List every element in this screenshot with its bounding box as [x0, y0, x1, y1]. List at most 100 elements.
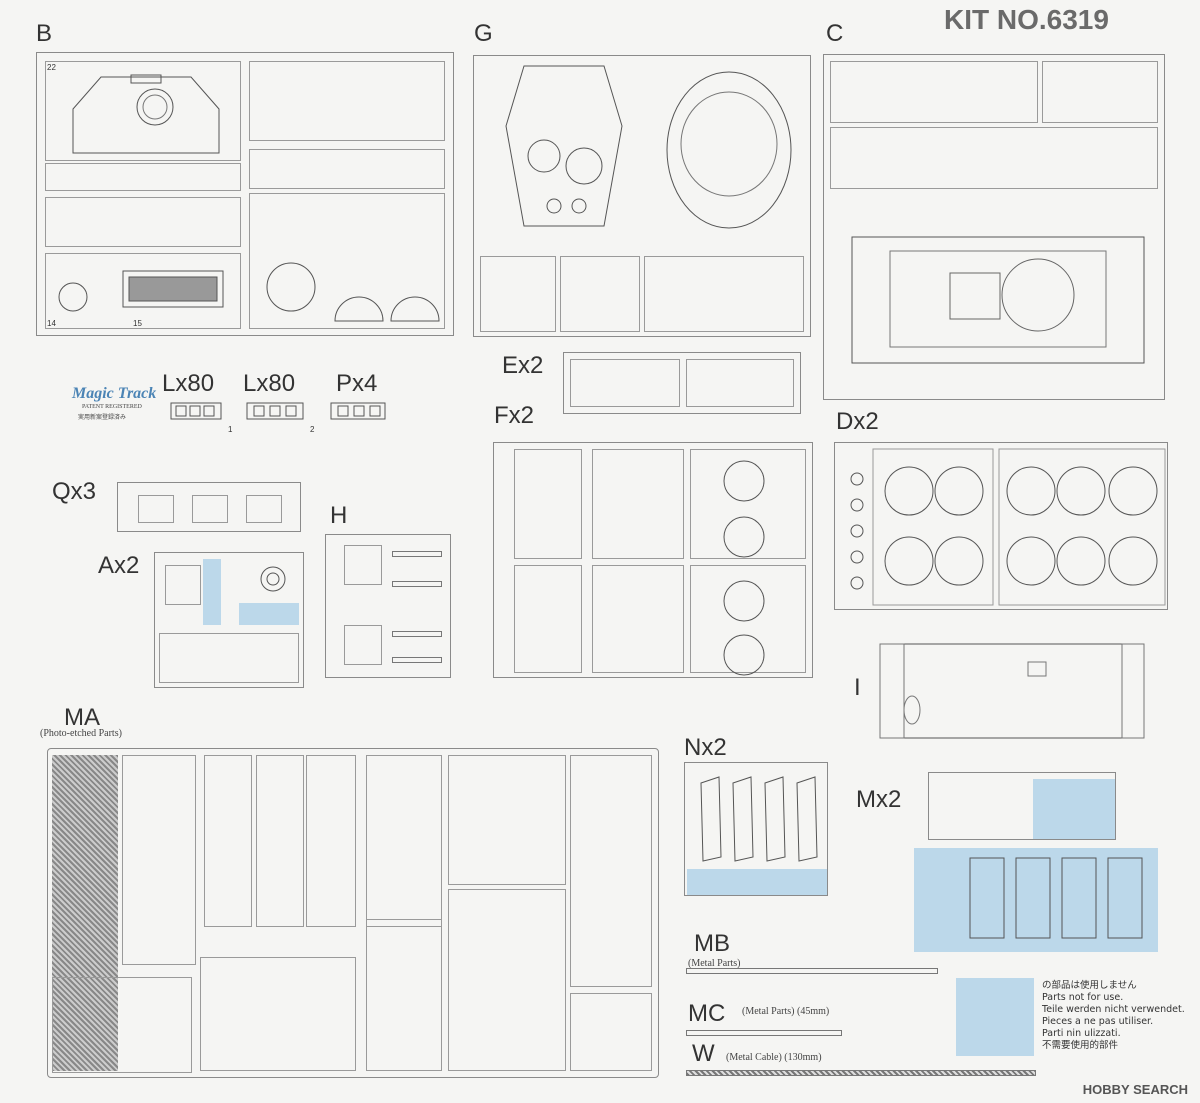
- sprue-f-cell: [592, 449, 684, 559]
- sprue-e-cell: [686, 359, 794, 407]
- turret-top-right: [666, 71, 792, 229]
- sprue-b-wheel-panel: [249, 193, 445, 329]
- sprue-c-row: [830, 127, 1158, 189]
- sprue-label-mb: MB: [694, 930, 730, 957]
- sprue-a-row: [159, 633, 299, 683]
- metal-cable-w: [686, 1070, 1036, 1076]
- hull-floor-plate: [879, 643, 1145, 739]
- track-label-p: Px4: [336, 370, 378, 397]
- sprue-f-frame: [493, 442, 813, 678]
- sprue-label-g: G: [474, 20, 493, 47]
- sprue-f-cell: [514, 565, 582, 673]
- track-number-2: 2: [310, 425, 315, 434]
- pe-strip: [306, 755, 356, 927]
- sprue-g-cell-4: [560, 256, 640, 332]
- sprue-g-cell-5: [644, 256, 804, 332]
- sprue-f-cell: [690, 449, 806, 559]
- legend-line-5: Parti nin ulizzati.: [1042, 1028, 1121, 1039]
- sprue-ma-frame: [47, 748, 659, 1078]
- sprue-b-row2: [45, 163, 241, 191]
- not-for-use-highlight: [239, 603, 299, 625]
- round-hatch-part: [58, 282, 88, 312]
- legend-line-1: の部品は使用しません: [1042, 980, 1137, 991]
- sprue-label-h: H: [330, 502, 348, 529]
- legend-line-4: Pieces a ne pas utiliser.: [1042, 1016, 1154, 1027]
- pe-strip: [366, 755, 442, 927]
- sprue-h-strip: [392, 581, 442, 587]
- sprue-label-mc: MC: [688, 1000, 726, 1027]
- sprue-label-q: Qx3: [52, 478, 97, 505]
- sprue-label-a: Ax2: [98, 552, 140, 579]
- sprue-c-hatches: [1042, 61, 1158, 123]
- sprue-f-cell: [592, 565, 684, 673]
- sprue-label-c: C: [826, 20, 844, 47]
- sprue-e-frame: [563, 352, 801, 414]
- track-link-l2: [246, 402, 304, 420]
- legend-swatch: [956, 978, 1034, 1056]
- part-number: 22: [47, 63, 56, 72]
- sprue-b-grille-panel: [45, 253, 241, 329]
- sprue-b-small-parts: [249, 61, 445, 141]
- sprue-label-ma-sub: (Photo-etched Parts): [40, 728, 122, 739]
- pe-bottom-left: [52, 977, 192, 1073]
- sprue-q-cell: [138, 495, 174, 523]
- sprue-label-d: Dx2: [836, 408, 879, 435]
- not-for-use-highlight: [1033, 779, 1115, 839]
- sprue-label-n: Nx2: [684, 734, 727, 761]
- sprue-h-strip: [392, 551, 442, 557]
- not-for-use-highlight: [687, 869, 827, 895]
- legend-line-2: Parts not for use.: [1042, 992, 1124, 1003]
- engine-grille: [122, 270, 224, 308]
- sprue-m-frame: [928, 772, 1116, 840]
- sprue-label-w: W: [692, 1040, 715, 1067]
- not-for-use-highlight-m: [914, 848, 1158, 952]
- magic-track-logo: Magic Track: [72, 385, 157, 402]
- magic-track-line2: 実用新案登録済み: [78, 415, 127, 421]
- sprue-label-b: B: [36, 20, 53, 47]
- sprue-b-hull-panel: [45, 61, 241, 161]
- sprue-a-frame: [154, 552, 304, 688]
- sprue-q-cell: [246, 495, 282, 523]
- round-part: [260, 566, 286, 592]
- stowage-bins: [969, 857, 1143, 939]
- road-wheels: [850, 448, 1166, 606]
- hull-chassis: [851, 236, 1145, 364]
- sprue-h-strip: [392, 631, 442, 637]
- side-skirt-plates: [700, 776, 818, 862]
- sprue-b-row3: [45, 197, 241, 247]
- sprue-label-mc-sub: (Metal Parts) (45mm): [742, 1006, 830, 1017]
- legend-line-6: 不需要使用的部件: [1042, 1040, 1119, 1051]
- sprue-label-mb-sub: (Metal Parts): [688, 958, 741, 969]
- metal-rod-mb: [686, 968, 938, 974]
- sprue-n-frame: [684, 762, 828, 896]
- sprue-c-frame: [823, 54, 1165, 400]
- pe-bottom-far-right: [570, 993, 652, 1071]
- sprue-h-frame: [325, 534, 451, 678]
- pe-bottom-mid2: [366, 919, 442, 1071]
- sprue-g-frame: [473, 55, 811, 337]
- sprue-label-e: Ex2: [502, 352, 544, 379]
- legend-line-3: Teile werden nicht verwendet.: [1042, 1004, 1185, 1015]
- watermark-logo: HOBBY SEARCH: [1082, 1082, 1188, 1097]
- sprue-f-cell: [514, 449, 582, 559]
- sprue-label-i: I: [854, 674, 861, 701]
- track-label-l1: Lx80: [162, 370, 215, 397]
- sprue-h-strip: [392, 657, 442, 663]
- part-number: 14: [47, 319, 56, 328]
- turret-ring-parts: [266, 262, 440, 322]
- sprue-b-frame: 22 14 15: [36, 52, 454, 336]
- sprue-c-small-parts: [830, 61, 1038, 123]
- sprue-g-cell-3: [480, 256, 556, 332]
- sprue-h-plate: [344, 545, 382, 585]
- pe-strip: [448, 755, 566, 885]
- sprue-f-cell: [690, 565, 806, 673]
- metal-rod-mc: [686, 1030, 842, 1036]
- pe-strip: [256, 755, 304, 927]
- sprue-label-f: Fx2: [494, 402, 535, 429]
- pe-strip: [204, 755, 252, 927]
- track-label-l2: Lx80: [243, 370, 296, 397]
- track-link-p: [330, 402, 386, 420]
- not-for-use-highlight: [203, 559, 221, 625]
- sprue-e-cell: [570, 359, 680, 407]
- pe-small-parts: [570, 755, 652, 987]
